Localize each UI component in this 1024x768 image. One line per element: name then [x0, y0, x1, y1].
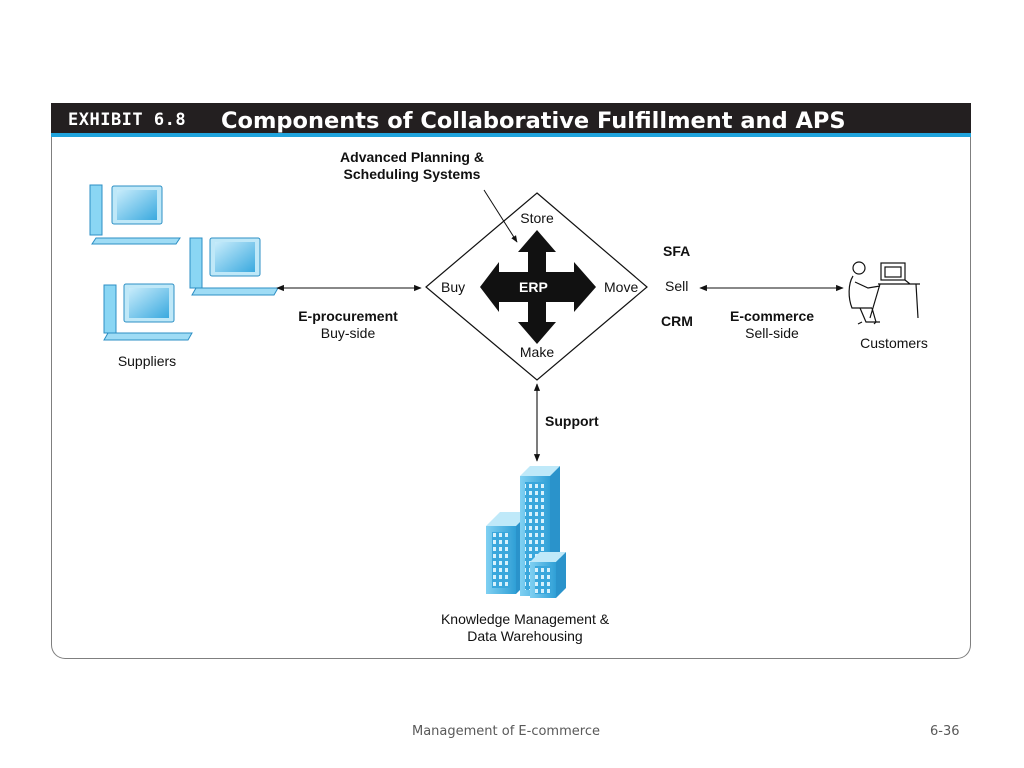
footer-page-number: 6-36: [930, 724, 960, 739]
erp-label: ERP: [519, 279, 548, 295]
e-commerce-label: E-commerce: [729, 308, 815, 324]
support-label: Support: [545, 413, 599, 429]
aps-label: Advanced Planning & Scheduling Systems: [340, 149, 484, 182]
move-label: Move: [604, 279, 639, 295]
store-label: Store: [520, 210, 554, 226]
customer-icon: [848, 261, 920, 325]
supplier-computer-icon: [89, 184, 181, 245]
buy-side-label: Buy-side: [320, 325, 376, 341]
suppliers-label: Suppliers: [117, 353, 177, 369]
e-procurement-label: E-procurement: [298, 308, 398, 324]
crm-label: CRM: [661, 313, 693, 329]
aps-pointer-arrow: [483, 189, 518, 243]
erp-four-way-arrow-icon: [480, 230, 596, 344]
exhibit-header-rule: [51, 133, 971, 137]
make-label: Make: [519, 344, 555, 360]
data-warehouse-building-icon: [486, 466, 566, 598]
sell-side-label: Sell-side: [745, 325, 799, 341]
exhibit-header-bar: [51, 103, 971, 133]
sell-label: Sell: [665, 278, 689, 294]
warehouse-label: Knowledge Management & Data Warehousing: [440, 611, 610, 644]
footer-course-title: Management of E-commerce: [412, 724, 600, 739]
supplier-computer-icon: [103, 283, 193, 341]
supplier-computer-icon: [189, 237, 279, 296]
exhibit-number: EXHIBIT 6.8: [68, 110, 187, 130]
exhibit-title: Components of Collaborative Fulfillment …: [221, 108, 846, 134]
buy-label: Buy: [441, 279, 466, 295]
customers-label: Customers: [860, 335, 928, 351]
sfa-label: SFA: [663, 243, 691, 259]
exhibit-frame: [51, 103, 971, 659]
